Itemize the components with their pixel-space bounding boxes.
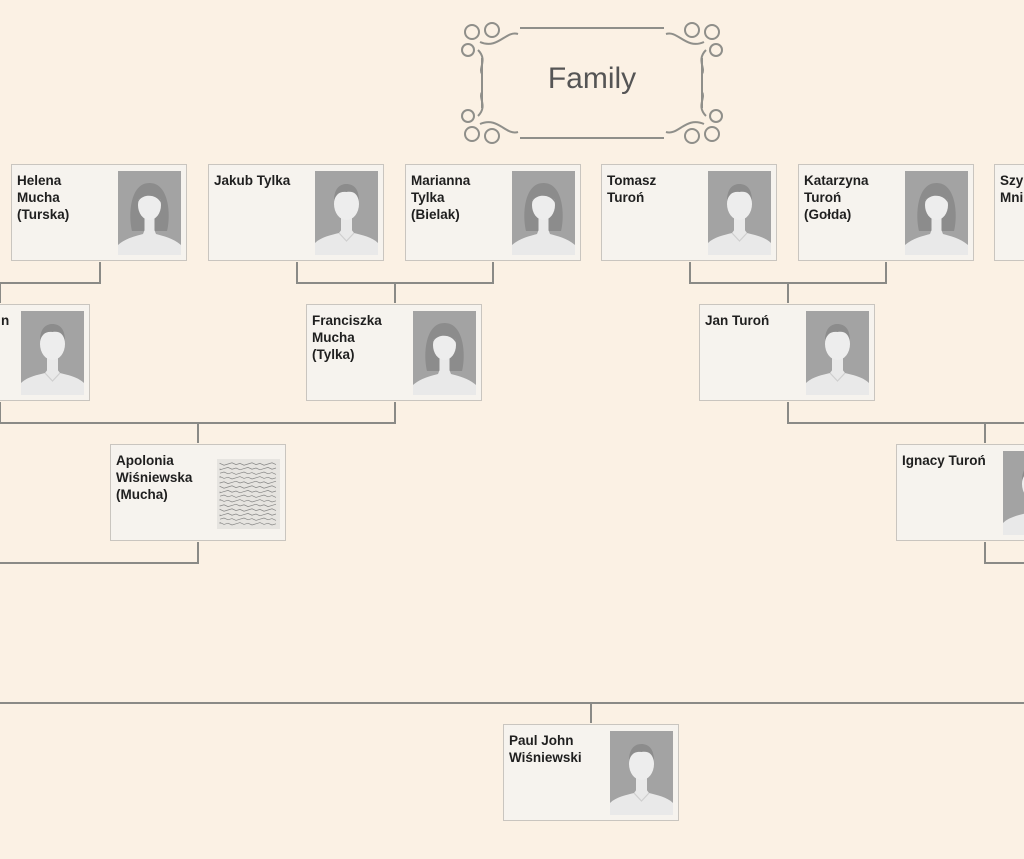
person-name: n [1, 313, 10, 328]
person-card-partial-left[interactable]: n [0, 304, 90, 401]
female-silhouette-icon [413, 311, 476, 395]
person-card-marianna[interactable]: Marianna Tylka (Bielak) [405, 164, 581, 261]
person-name: Katarzyna Turoń (Gołda) [804, 173, 869, 222]
male-silhouette-icon [708, 171, 771, 255]
person-card-apolonia[interactable]: Apolonia Wiśniewska (Mucha) [110, 444, 286, 541]
person-card-ignacy[interactable]: Ignacy Turoń [896, 444, 1024, 541]
person-card-jakub[interactable]: Jakub Tylka [208, 164, 384, 261]
female-silhouette-icon [118, 171, 181, 255]
person-card-jan[interactable]: Jan Turoń [699, 304, 875, 401]
person-card-franciszka[interactable]: Franciszka Mucha (Tylka) [306, 304, 482, 401]
person-card-tomasz[interactable]: Tomasz Turoń [601, 164, 777, 261]
person-name: Ignacy Turoń [902, 453, 986, 468]
person-name: Tomasz Turoń [607, 173, 657, 205]
person-name: Paul John Wiśniewski [509, 733, 582, 765]
male-silhouette-icon [806, 311, 869, 395]
person-card-katarzyna[interactable]: Katarzyna Turoń (Gołda) [798, 164, 974, 261]
person-name: Marianna Tylka (Bielak) [411, 173, 471, 222]
page-title: Family [547, 62, 637, 95]
person-name: Jan Turoń [705, 313, 770, 328]
female-silhouette-icon [512, 171, 575, 255]
person-name: Jakub Tylka [214, 173, 291, 188]
person-card-paul[interactable]: Paul John Wiśniewski [503, 724, 679, 821]
male-silhouette-icon [21, 311, 84, 395]
male-silhouette-icon [1003, 451, 1024, 535]
person-card-helena[interactable]: Helena Mucha (Turska) [11, 164, 187, 261]
person-card-szy[interactable]: Szy Mni [994, 164, 1024, 261]
person-name: Franciszka Mucha (Tylka) [312, 313, 382, 362]
male-silhouette-icon [315, 171, 378, 255]
person-name: Apolonia Wiśniewska (Mucha) [116, 453, 193, 502]
title-ornament-frame [461, 22, 723, 144]
person-name: Szy Mni [1000, 173, 1024, 205]
handwritten-document-image [217, 459, 280, 529]
female-silhouette-icon [905, 171, 968, 255]
person-name: Helena Mucha (Turska) [17, 173, 70, 222]
male-silhouette-icon [610, 731, 673, 815]
